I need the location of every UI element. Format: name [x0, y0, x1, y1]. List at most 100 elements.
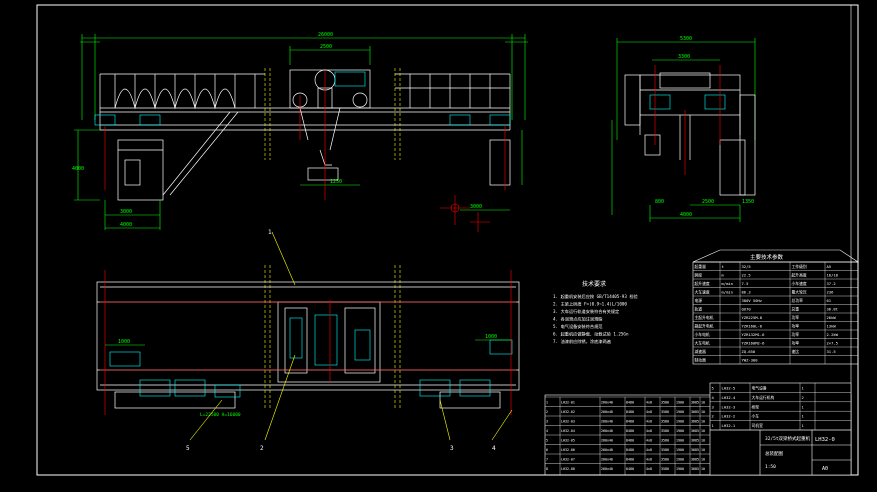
params-table-cell: 380V 50Hz — [742, 298, 763, 303]
list-table-cell: LH32-06 — [561, 448, 575, 452]
list-table-cell: 3685 — [691, 401, 699, 405]
front-top-dimensions — [80, 34, 528, 120]
front-view: 26000 2500 — [72, 32, 528, 232]
params-table-cell: 总重 — [792, 307, 800, 312]
params-table-cell: 轨道 — [695, 307, 703, 312]
list-table-cell: 260x40 — [601, 429, 613, 433]
list-table-cell: LH32-07 — [561, 458, 575, 462]
parts-list-cell: 小车 — [752, 414, 760, 419]
params-table-cell: QU70 — [742, 307, 752, 312]
part-callout-3: 3 — [450, 445, 454, 452]
list-table-cell: 3685 — [691, 420, 699, 424]
list-table-cell: 260x40 — [601, 467, 613, 471]
list-table-cell: 1 — [546, 401, 548, 405]
list-table-cell: LH32-04 — [561, 429, 575, 433]
params-table-cell: 大车速度 — [695, 290, 710, 295]
list-table-cell: 3580 — [661, 410, 669, 414]
front-centerlines — [104, 70, 506, 232]
title-drawing-no: LH32-0 — [815, 437, 835, 443]
list-table-cell: 7 — [546, 458, 548, 462]
part-callout-5: 5 — [186, 445, 190, 452]
parts-list-cell: LH32-1 — [722, 423, 736, 428]
list-table-cell: LH32-05 — [561, 439, 575, 443]
plan-wheel-right: 1000 — [485, 334, 497, 340]
params-table-cell: 2×7.5 — [827, 341, 838, 346]
dim-front-height: 4000 — [72, 166, 84, 172]
dim-front-right: 3000 — [470, 204, 482, 210]
list-table-cell: 4x8 — [646, 401, 652, 405]
list-table-cell: 3685 — [691, 439, 699, 443]
dim-side-right: 1350 — [742, 199, 754, 205]
list-table-cell: 3580 — [661, 429, 669, 433]
tech-requirement-line: 1. 起重机安装后应按 GB/T14405-93 检验 — [553, 293, 639, 300]
dim-side-base: 4000 — [680, 212, 692, 218]
params-table-cell: m/min — [722, 281, 733, 286]
list-table-cell: 8480 — [626, 439, 634, 443]
list-table-cell: 260x40 — [601, 439, 613, 443]
params-table-cell: YZR225M-8 — [742, 315, 763, 320]
parts-list-cell: 大车运行机构 — [752, 395, 775, 400]
part-callout-4: 4 — [492, 445, 496, 452]
title-block: 32/5t双梁桥式起重机 总装配图 1:50 LH32-0 A0 — [544, 382, 852, 476]
params-table-cell: 13kW — [827, 324, 837, 329]
list-table-cell: 3685 — [691, 448, 699, 452]
list-table-cell: 10 — [701, 410, 705, 414]
params-table-cell: 大车电机 — [695, 341, 710, 346]
front-side-dimensions — [74, 129, 523, 230]
list-table-cell: 8480 — [626, 420, 634, 424]
plan-hidden-lines — [264, 265, 401, 410]
parts-list-cell: 1 — [712, 423, 715, 428]
parts-list-cell: 司机室 — [752, 423, 764, 428]
parts-list-cell: LH32-5 — [722, 386, 736, 391]
list-table-cell: LH32-01 — [561, 401, 575, 405]
side-centerlines — [654, 65, 721, 175]
parts-list-cell: 1 — [802, 404, 805, 409]
list-table-cell: 4 — [546, 429, 548, 433]
tech-requirement-line: 2. 主梁上拱度 F=(0.9~1.4)L/1000 — [553, 301, 627, 308]
params-table-cell: 2.2kW — [827, 332, 839, 337]
params-table-cell: 7.5 — [742, 281, 749, 286]
list-table-cell: 10 — [701, 420, 705, 424]
list-table-cell: 10 — [701, 401, 705, 405]
parts-list-cell: 2 — [802, 395, 804, 400]
params-table-cell: 236 — [827, 290, 835, 295]
params-table-cell: 16/18 — [827, 273, 839, 278]
dim-side-overall: 5300 — [680, 36, 692, 42]
list-table-cell: 10 — [701, 467, 705, 471]
params-table-cell: 37.2 — [827, 281, 836, 286]
list-table-cell: 3580 — [661, 439, 669, 443]
list-table-cell: 1900 — [676, 458, 684, 462]
sheet-border — [36, 4, 859, 476]
dim-hook-offset: 1250 — [330, 179, 342, 185]
parts-list-cell: LH32-4 — [722, 395, 736, 400]
list-table-cell: 3685 — [691, 410, 699, 414]
params-table-cell: 减速器 — [695, 349, 707, 354]
list-table-cell: 3580 — [661, 401, 669, 405]
parts-list-cell: 1 — [802, 386, 805, 391]
plan-dimensions — [105, 339, 511, 346]
parts-list-cell: 5 — [712, 386, 714, 391]
params-table-cell: YZR132M1-6 — [742, 332, 766, 337]
dim-front-trolley: 2500 — [320, 44, 332, 50]
parts-list-cell: 3 — [712, 404, 714, 409]
list-table-cell: 2 — [546, 410, 548, 414]
title-name: 32/5t双梁桥式起重机 — [765, 435, 811, 442]
parts-frame — [709, 382, 852, 476]
list-table-cell: 8480 — [626, 410, 634, 414]
params-table-cell: YZR160M2-6 — [742, 341, 766, 346]
tech-requirements: 技术要求 — [582, 280, 606, 288]
list-table-cell: 1900 — [676, 448, 684, 452]
front-cab — [117, 111, 511, 201]
parts-list-cell: 电气设备 — [752, 386, 767, 391]
params-table-cell: 起重量 — [695, 264, 707, 269]
list-table-cell: 10 — [701, 458, 705, 462]
side-dimensions — [611, 38, 756, 222]
params-table-cell: 电源 — [695, 298, 703, 303]
part-callout-1: 1 — [268, 229, 272, 236]
list-table-cell: 3580 — [661, 467, 669, 471]
params-table-cell: 小车电机 — [695, 332, 710, 337]
parts-list-cell: LH32-3 — [722, 404, 736, 409]
plan-wheel-left: 1000 — [118, 339, 130, 345]
params-table-cell: 速比 — [792, 349, 800, 354]
list-table-cell: 10 — [701, 439, 705, 443]
